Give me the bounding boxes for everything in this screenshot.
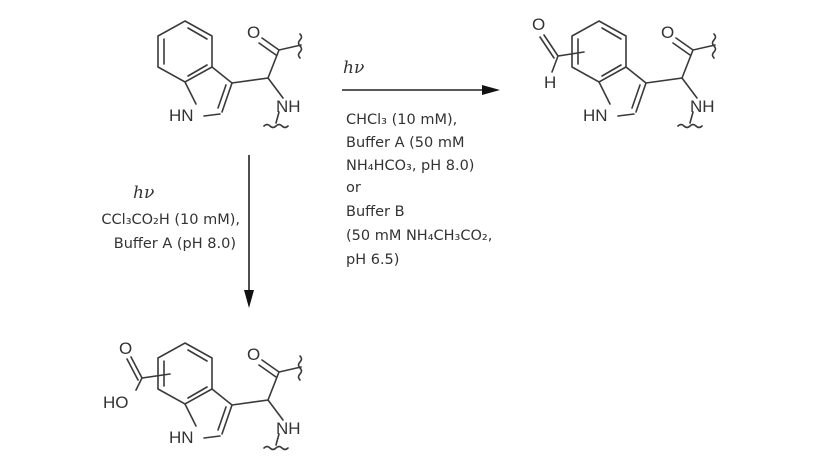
- atom-o: O: [532, 15, 545, 34]
- atom-ho: HO: [103, 393, 129, 412]
- condition-line: CHCl₃ (10 mM),: [346, 112, 457, 128]
- condition-line: CCl₃CO₂H (10 mM),: [101, 212, 240, 228]
- condition-line: (50 mM NH₄CH₃CO₂,: [346, 228, 492, 244]
- tryptophan-residue: O HN NH: [157, 20, 303, 129]
- atom-o: O: [119, 339, 132, 358]
- reaction-arrow-down: [244, 155, 254, 308]
- condition-line: or: [346, 180, 361, 196]
- condition-line: Buffer B: [346, 204, 405, 220]
- atom-nh: NH: [276, 419, 301, 438]
- atom-hn: HN: [169, 428, 194, 447]
- atom-nh: NH: [690, 97, 715, 116]
- light-label-right: hν: [343, 58, 364, 78]
- condition-line: Buffer A (50 mM: [346, 135, 465, 151]
- atom-nh: NH: [276, 97, 301, 116]
- reaction-arrow-right: [342, 85, 500, 95]
- carboxy-tryptophan-product: O HO O HN NH: [103, 339, 303, 451]
- atom-hn: HN: [583, 106, 608, 125]
- formyl-tryptophan-product: O H O HN NH: [532, 15, 717, 129]
- atom-h: H: [544, 73, 556, 92]
- atom-o: O: [247, 23, 260, 42]
- atom-o: O: [247, 345, 260, 364]
- condition-line: NH₄HCO₃, pH 8.0): [346, 158, 474, 174]
- condition-line: pH 6.5): [346, 252, 399, 268]
- conditions-right: CHCl₃ (10 mM), Buffer A (50 mM NH₄HCO₃, …: [346, 112, 492, 268]
- light-label-down: hν: [133, 183, 154, 203]
- atom-o: O: [661, 23, 674, 42]
- condition-line: Buffer A (pH 8.0): [114, 236, 236, 252]
- atom-hn: HN: [169, 106, 194, 125]
- conditions-down: CCl₃CO₂H (10 mM), Buffer A (pH 8.0): [101, 212, 240, 252]
